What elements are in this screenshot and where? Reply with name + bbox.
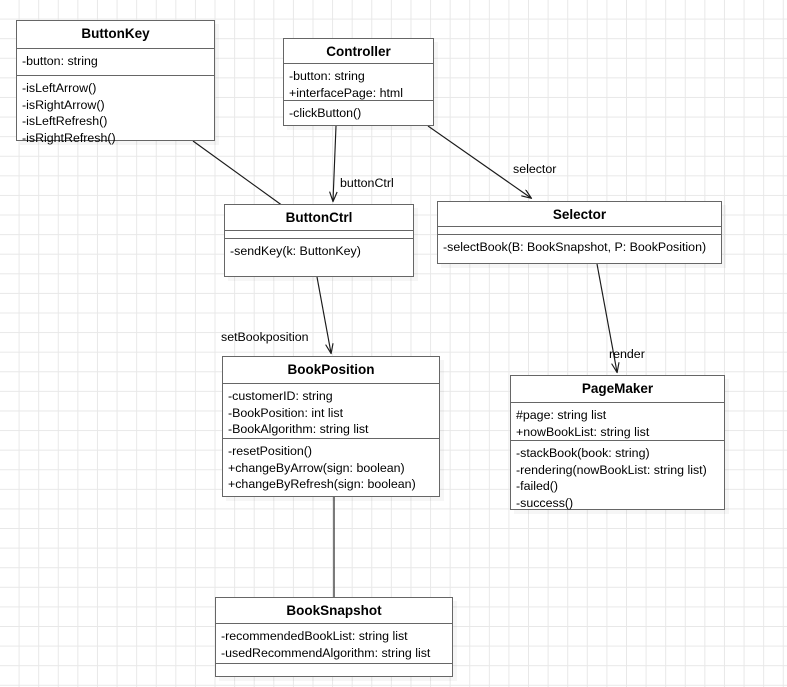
uml-class-buttonctrl[interactable]: ButtonCtrl -sendKey(k: ButtonKey) (224, 204, 414, 277)
class-operation: +changeByRefresh(sign: boolean) (228, 477, 416, 491)
class-operations: -sendKey(k: ButtonKey) (225, 239, 413, 264)
class-operation: -isRightRefresh() (22, 130, 116, 145)
class-title: BookPosition (223, 357, 439, 384)
edge-label-buttonctrl-bookposition: setBookposition (221, 330, 309, 344)
class-operation: -failed() (516, 479, 558, 493)
class-operations: -isLeftArrow() -isRightArrow() -isLeftRefr… (17, 76, 214, 150)
class-title: ButtonCtrl (225, 205, 413, 231)
class-title: PageMaker (511, 376, 724, 403)
class-attribute: -BookAlgorithm: string list (228, 422, 369, 436)
edge-label-selector-pagemaker: render (609, 347, 645, 361)
class-operation: -sendKey(k: ButtonKey) (230, 244, 361, 258)
class-operation: -stackBook(book: string) (516, 446, 650, 460)
uml-class-bookposition[interactable]: BookPosition -customerID: string -BookPosi… (222, 356, 440, 497)
class-operation: +changeByArrow(sign: boolean) (228, 460, 405, 475)
class-operations: -selectBook(B: BookSnapshot, P: BookPosi… (438, 235, 721, 260)
uml-class-selector[interactable]: Selector -selectBook(B: BookSnapshot, P: … (437, 201, 722, 264)
class-attributes (225, 231, 413, 239)
class-operation: -isRightArrow() (22, 97, 105, 112)
class-operation: -isLeftRefresh() (22, 114, 108, 128)
class-operation: -rendering(nowBookList: string list) (516, 462, 707, 477)
class-attribute: -customerID: string (228, 389, 333, 403)
uml-class-pagemaker[interactable]: PageMaker #page: string list +nowBookList:… (510, 375, 725, 510)
class-attribute: +interfacePage: html (289, 85, 403, 100)
uml-class-booksnapshot[interactable]: BookSnapshot-recommendedBookList: string… (215, 597, 453, 677)
uml-class-controller[interactable]: Controller -button: string +interfacePage:… (283, 38, 434, 126)
class-operation: -success() (516, 495, 574, 510)
class-attributes: -button: string +interfacePage: html (284, 64, 433, 101)
class-operation: -selectBook(B: BookSnapshot, P: BookPosi… (443, 240, 707, 254)
class-attribute: -button: string (22, 54, 98, 68)
class-operation: -clickButton() (289, 106, 362, 120)
edge-label-controller-selector: selector (513, 162, 557, 176)
class-attribute: -BookPosition: int list (228, 405, 344, 420)
class-attribute: #page: string list (516, 408, 607, 422)
class-title: ButtonKey (17, 21, 214, 49)
class-title: Controller (284, 39, 433, 64)
class-operation: -isLeftArrow() (22, 81, 97, 95)
uml-class-buttonkey[interactable]: ButtonKey -button: string -isLeftArrow() -i… (16, 20, 215, 145)
class-title: BookSnapshot (216, 598, 452, 624)
class-attributes: #page: string list +nowBookList: string l… (511, 403, 724, 441)
class-attributes: -button: string (17, 49, 214, 76)
class-operations (216, 664, 452, 671)
class-attribute: -usedRecommendAlgorithm: string list (221, 645, 431, 660)
edge-buttonctrl-bookposition[interactable] (316, 276, 331, 353)
class-operation: -resetPosition() (228, 444, 313, 458)
class-attribute: +nowBookList: string list (516, 424, 650, 439)
class-attribute: -recommendedBookList: string list (221, 629, 408, 643)
class-attributes (438, 227, 721, 235)
class-title: Selector (438, 202, 721, 227)
class-attributes: -customerID: string -BookPosition: int li… (223, 384, 439, 439)
edge-label-controller-buttonctrl: buttonCtrl (340, 176, 394, 190)
class-operations: -resetPosition() +changeByArrow(sign: boo… (223, 439, 439, 497)
class-attributes: -recommendedBookList: string list -usedRe… (216, 624, 452, 664)
class-attribute: -button: string (289, 69, 365, 83)
edge-buttonkey-buttonctrl[interactable] (192, 140, 284, 207)
edge-controller-buttonctrl[interactable] (333, 125, 336, 201)
class-operations: -clickButton() (284, 101, 433, 126)
class-operations: -stackBook(book: string) -rendering(nowBo… (511, 441, 724, 515)
